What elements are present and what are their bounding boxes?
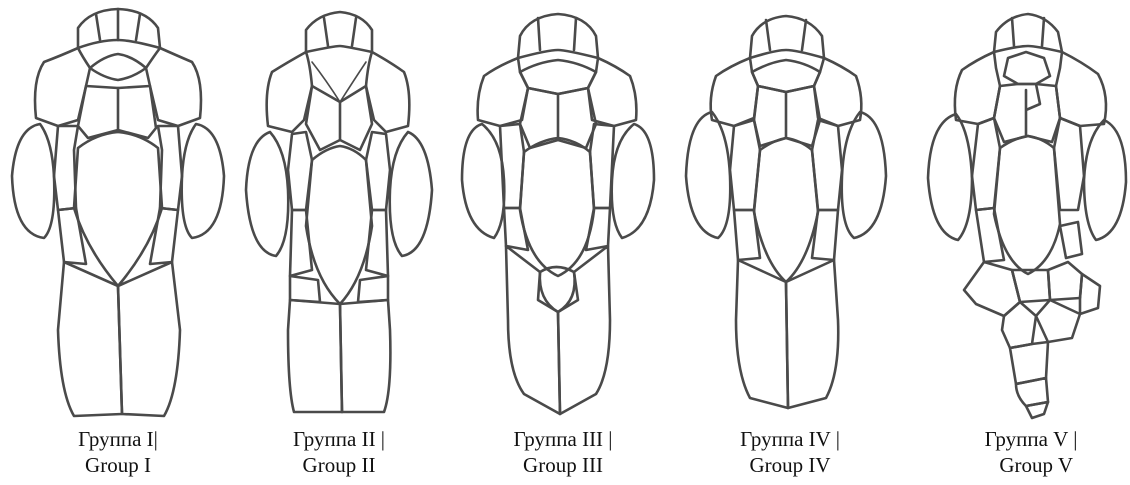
caption-group-5-en: Group V — [931, 452, 1130, 478]
caption-group-3-ru: Группа III | — [463, 426, 663, 452]
head-scale-diagram-group-1 — [12, 9, 224, 416]
head-scale-diagram-group-5 — [928, 14, 1126, 418]
caption-group-4-en: Group IV — [690, 452, 890, 478]
caption-group-1: Группа I| Group I — [18, 426, 218, 478]
head-scale-diagram-group-3 — [462, 14, 654, 414]
caption-group-1-en: Group I — [18, 452, 218, 478]
caption-group-4: Группа IV | Group IV — [690, 426, 890, 478]
caption-group-2: Группа II | Group II — [239, 426, 439, 478]
caption-group-5: Группа V | Group V — [931, 426, 1130, 478]
head-scale-diagram-group-2 — [246, 12, 432, 412]
caption-group-4-ru: Группа IV | — [690, 426, 890, 452]
caption-group-3-en: Group III — [463, 452, 663, 478]
caption-group-2-ru: Группа II | — [239, 426, 439, 452]
caption-group-5-ru: Группа V | — [931, 426, 1130, 452]
head-scale-diagram-group-4 — [686, 16, 886, 408]
caption-group-3: Группа III | Group III — [463, 426, 663, 478]
caption-group-2-en: Group II — [239, 452, 439, 478]
caption-group-1-ru: Группа I| — [18, 426, 218, 452]
